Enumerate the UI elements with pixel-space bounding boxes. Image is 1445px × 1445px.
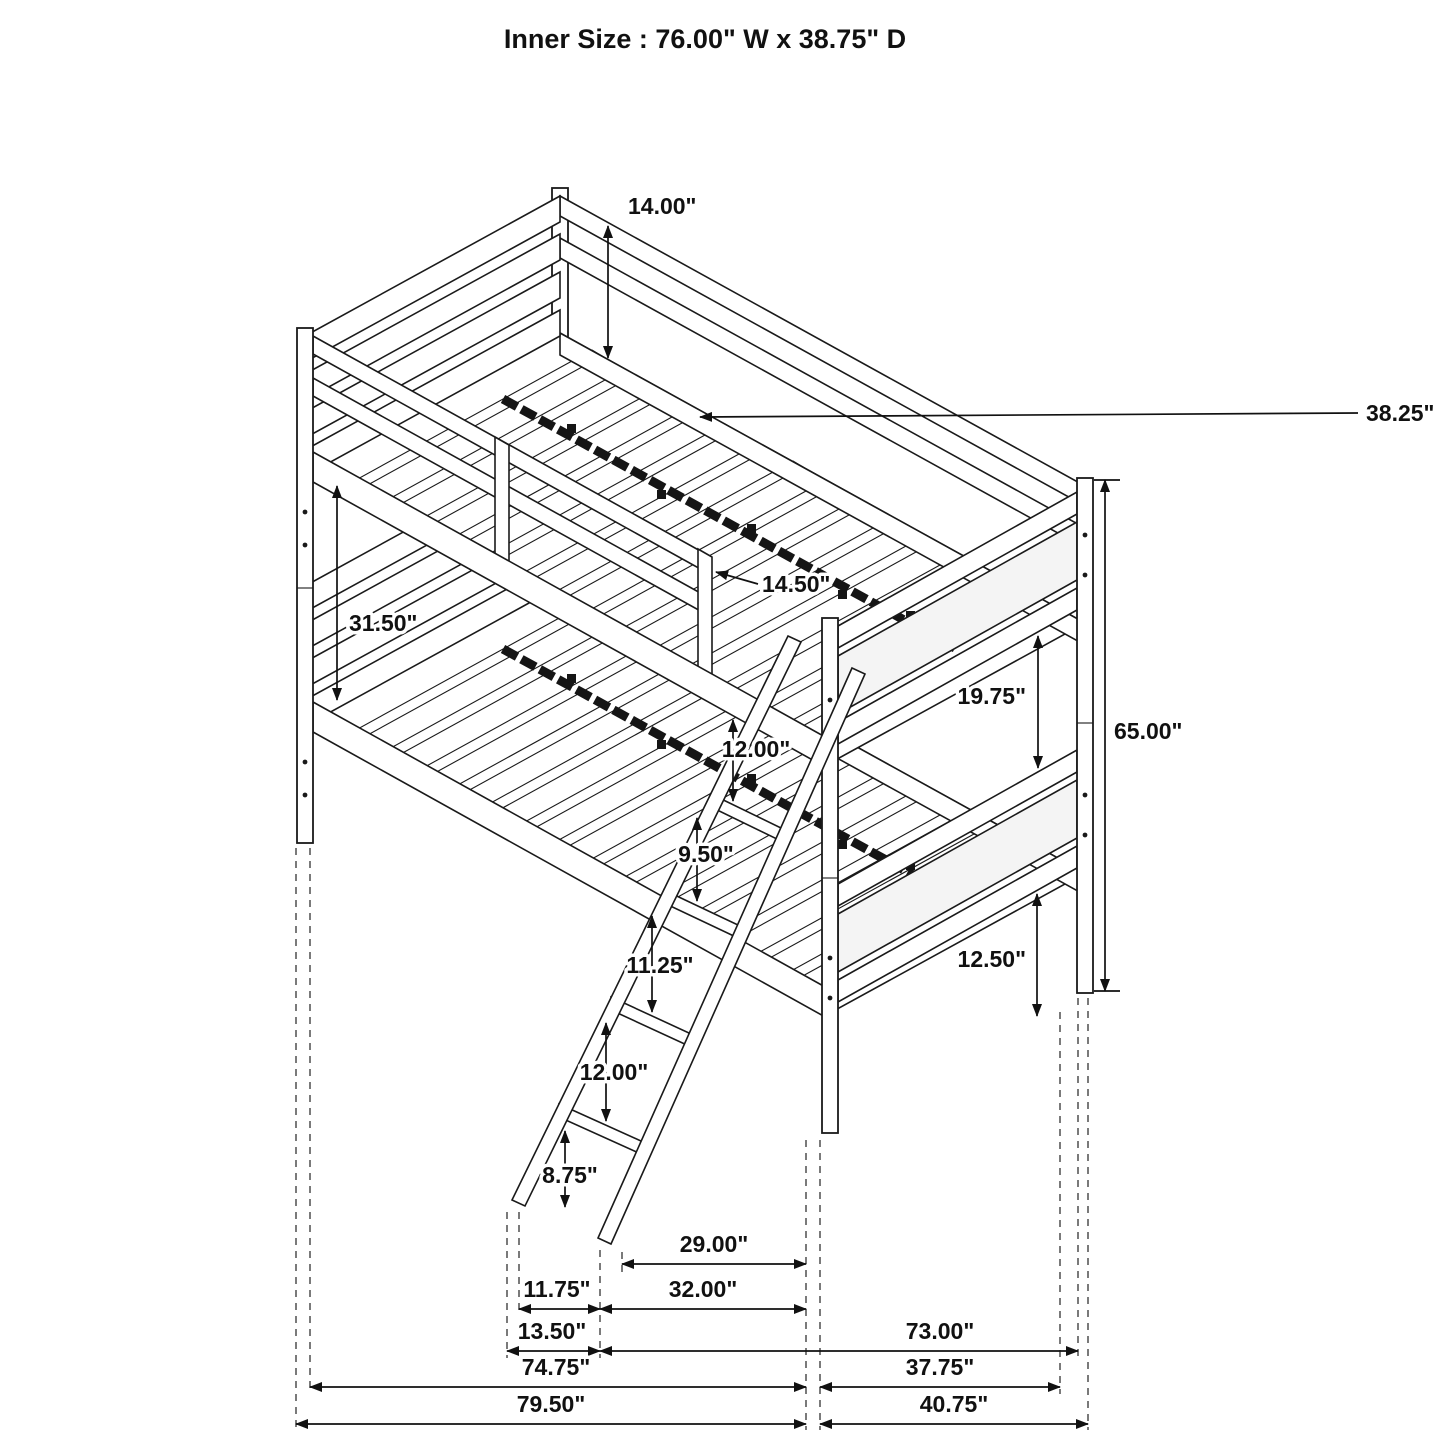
dim-label-overall-depth: 40.75" <box>920 1391 988 1417</box>
dim-foot-clearance: 19.75" <box>954 635 1043 769</box>
dim-label-overall-height: 65.00" <box>1114 718 1182 744</box>
dim-step1-to-step2: 9.50" <box>675 817 737 902</box>
dim-overall-length: 79.50" <box>295 1388 807 1429</box>
dim-ladder-offset: 29.00" <box>621 1228 807 1269</box>
dim-overall-depth: 40.75" <box>819 1388 1089 1429</box>
dim-label-ladder-outer-width: 13.50" <box>518 1318 586 1344</box>
dim-label-overall-length: 79.50" <box>517 1391 585 1417</box>
ladder-right-stringer <box>596 666 867 1246</box>
dim-label-ladder-inner-width: 11.75" <box>523 1276 590 1302</box>
diagram-title: Inner Size : 76.00" W x 38.75" D <box>504 24 906 54</box>
dim-label-step1-to-step2: 9.50" <box>678 841 734 867</box>
dim-label-guard-opening: 14.50" <box>762 571 830 597</box>
upper-near-guard-rails <box>312 334 713 678</box>
dim-foot-depth: 37.75" <box>819 1351 1061 1392</box>
dim-step4-to-floor: 8.75" <box>539 1130 601 1208</box>
dim-overall-height: 65.00" <box>1094 479 1186 992</box>
dim-step2-to-step3: 11.25" <box>623 915 697 1013</box>
dim-label-inner-length: 73.00" <box>906 1318 974 1344</box>
dim-label-step4-to-floor: 8.75" <box>542 1162 598 1188</box>
dim-rail-to-step1: 12.00" <box>718 719 794 802</box>
dim-step3-to-step4: 12.00" <box>576 1022 652 1122</box>
dim-length-to-ladder-foot: 74.75" <box>309 1351 807 1392</box>
dim-label-step3-to-step4: 12.00" <box>580 1059 648 1085</box>
dim-ladder-span: 32.00" <box>599 1273 807 1314</box>
dim-label-foot-depth: 37.75" <box>906 1354 974 1380</box>
guard-stile-2 <box>697 547 713 678</box>
extension-lines <box>295 848 1089 1430</box>
dim-label-step2-to-step3: 11.25" <box>626 952 693 978</box>
post-joint-marks <box>297 587 1093 879</box>
dim-ladder-outer-width: 13.50" <box>506 1315 601 1356</box>
dim-headboard-rail-height: 14.00" <box>603 190 700 359</box>
dim-label-mattress-width: 38.25" <box>1366 400 1434 426</box>
foot-near-post <box>821 617 839 1134</box>
head-near-post <box>296 327 314 844</box>
dim-leg-height: 12.50" <box>954 893 1042 1017</box>
dim-label-ladder-offset: 29.00" <box>680 1231 748 1257</box>
dim-guard-opening: 14.50" <box>715 568 834 601</box>
dimension-annotations: 14.00" 38.25" 31.50" 14.50" 19.75" 65.00… <box>295 190 1438 1429</box>
dim-bunk-clearance: 31.50" <box>332 485 421 701</box>
dim-label-ladder-span: 32.00" <box>669 1276 737 1302</box>
guard-stile-1 <box>494 435 510 565</box>
dim-mattress-width: 38.25" <box>699 397 1438 430</box>
dim-label-headboard-rail-height: 14.00" <box>628 193 696 219</box>
foot-far-post <box>1076 477 1094 994</box>
dim-ladder-inner-width: 11.75" <box>518 1273 601 1314</box>
lower-footboard <box>837 748 1078 1004</box>
dim-label-length-to-ladder-foot: 74.75" <box>522 1354 590 1380</box>
dim-label-bunk-clearance: 31.50" <box>349 610 417 636</box>
dim-label-foot-clearance: 19.75" <box>958 683 1026 709</box>
dim-inner-length: 73.00" <box>599 1315 1079 1356</box>
dim-label-rail-to-step1: 12.00" <box>722 736 790 762</box>
dim-label-leg-height: 12.50" <box>958 946 1026 972</box>
upper-footboard <box>837 490 1078 746</box>
post-hardware-dots <box>302 509 1088 1001</box>
